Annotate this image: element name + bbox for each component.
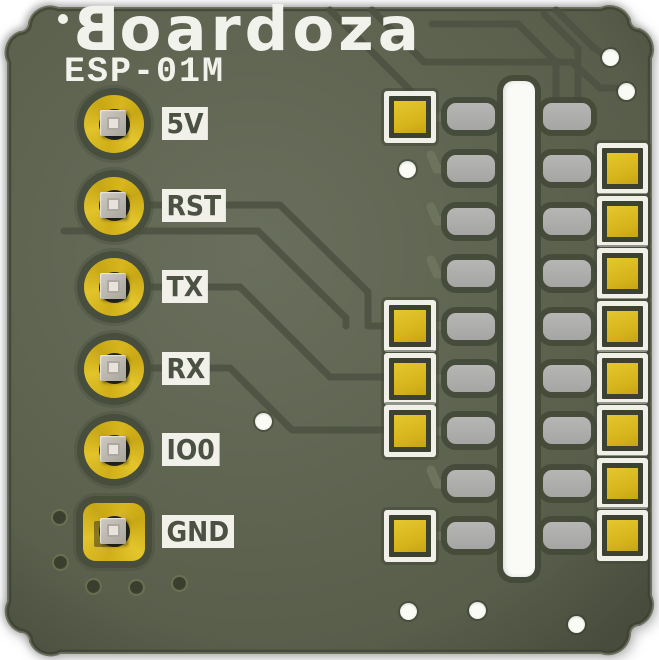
- smd-pad-left-2: [447, 207, 495, 235]
- smd-pad-right-0: [543, 103, 591, 130]
- header-pin: [100, 191, 126, 218]
- pad-copper: [394, 100, 426, 133]
- mounting-drill-hole: [567, 615, 585, 633]
- pin-label-rx: RX: [162, 351, 210, 385]
- pad-copper: [607, 520, 638, 552]
- smd-pad-right-8: [543, 522, 591, 550]
- pad-copper: [607, 363, 638, 394]
- via: [52, 510, 66, 524]
- mounting-drill-hole: [399, 602, 417, 620]
- pin-core: [106, 279, 120, 293]
- header-pin: [100, 517, 126, 544]
- pad-copper: [607, 153, 638, 185]
- pin-label-5v: 5V: [162, 107, 209, 140]
- castellated-pad-right-1: [597, 143, 648, 195]
- castellated-pad-right-5: [597, 353, 648, 404]
- through-hole-pad-rst: [84, 176, 144, 235]
- castellated-pad-left-4: [384, 300, 436, 353]
- through-hole-pad-io0: [84, 421, 144, 479]
- through-hole-pad-tx: [84, 258, 144, 316]
- pad-copper: [394, 519, 426, 552]
- pin-label-gnd: GND: [162, 514, 234, 548]
- smd-pad-right-6: [543, 417, 591, 445]
- smd-pad-left-7: [447, 469, 495, 497]
- smd-pad-right-5: [543, 365, 591, 392]
- castellated-pad-right-2: [597, 195, 648, 247]
- smd-pad-left-5: [447, 365, 495, 392]
- header-pin: [100, 110, 126, 136]
- smd-pad-right-7: [543, 469, 591, 497]
- smd-pad-left-1: [447, 155, 495, 183]
- pin-label-io0: IO0: [162, 433, 220, 466]
- mounting-drill-hole: [601, 48, 619, 66]
- through-hole-pad-5v: [84, 95, 144, 153]
- pad-copper: [394, 414, 426, 447]
- model-label: ESP-01M: [64, 52, 226, 92]
- pad-copper: [607, 467, 638, 499]
- castellated-pad-left-6: [384, 404, 436, 457]
- logo-wordmark: oardoza: [119, 0, 423, 65]
- pad-copper: [607, 205, 638, 237]
- through-hole-pad-gnd: [83, 502, 145, 561]
- castellated-pad-left-5: [384, 352, 436, 405]
- pad-copper: [394, 362, 426, 395]
- pad-copper: [607, 310, 638, 342]
- smd-pad-left-3: [447, 260, 495, 288]
- logo-dot-icon: [58, 14, 68, 24]
- castellated-pad-right-6: [597, 405, 648, 457]
- through-hole-pad-rx: [84, 339, 144, 398]
- pin-label-tx: TX: [162, 270, 208, 303]
- mounting-drill-hole: [617, 82, 635, 100]
- header-pin: [100, 436, 126, 462]
- castellated-pad-right-8: [597, 510, 648, 562]
- castellated-pad-right-4: [597, 300, 648, 352]
- pin-core: [106, 442, 120, 456]
- pin-core: [106, 198, 120, 211]
- smd-pad-left-0: [447, 103, 495, 130]
- pin-core: [106, 524, 120, 537]
- pin-core: [106, 116, 120, 130]
- smd-pad-right-4: [543, 312, 591, 340]
- via: [129, 580, 143, 594]
- mounting-drill-hole: [254, 412, 272, 430]
- castellated-pad-right-3: [597, 248, 648, 300]
- via: [86, 579, 100, 593]
- mounting-drill-hole: [468, 601, 486, 619]
- pin-label-rst: RST: [162, 188, 226, 222]
- pad-copper: [394, 310, 426, 343]
- castellated-pad-left-8: [384, 509, 436, 562]
- header-pin: [100, 273, 126, 299]
- castellated-pad-right-7: [597, 457, 648, 509]
- smd-pad-left-4: [447, 312, 495, 340]
- castellation-slot-cutout: [503, 81, 535, 577]
- smd-pad-left-6: [447, 417, 495, 445]
- via: [53, 555, 67, 569]
- mounting-drill-hole: [398, 160, 416, 178]
- pin-core: [106, 361, 120, 374]
- via: [172, 576, 186, 590]
- castellated-pad-left-0: [384, 90, 436, 143]
- smd-pad-right-3: [543, 260, 591, 288]
- logo-mirrored-b: B: [69, 0, 120, 65]
- header-pin: [100, 354, 126, 381]
- smd-pad-right-1: [543, 155, 591, 183]
- smd-pad-right-2: [543, 207, 591, 235]
- smd-pad-left-8: [447, 522, 495, 550]
- pad-copper: [607, 258, 638, 290]
- pad-copper: [607, 415, 638, 447]
